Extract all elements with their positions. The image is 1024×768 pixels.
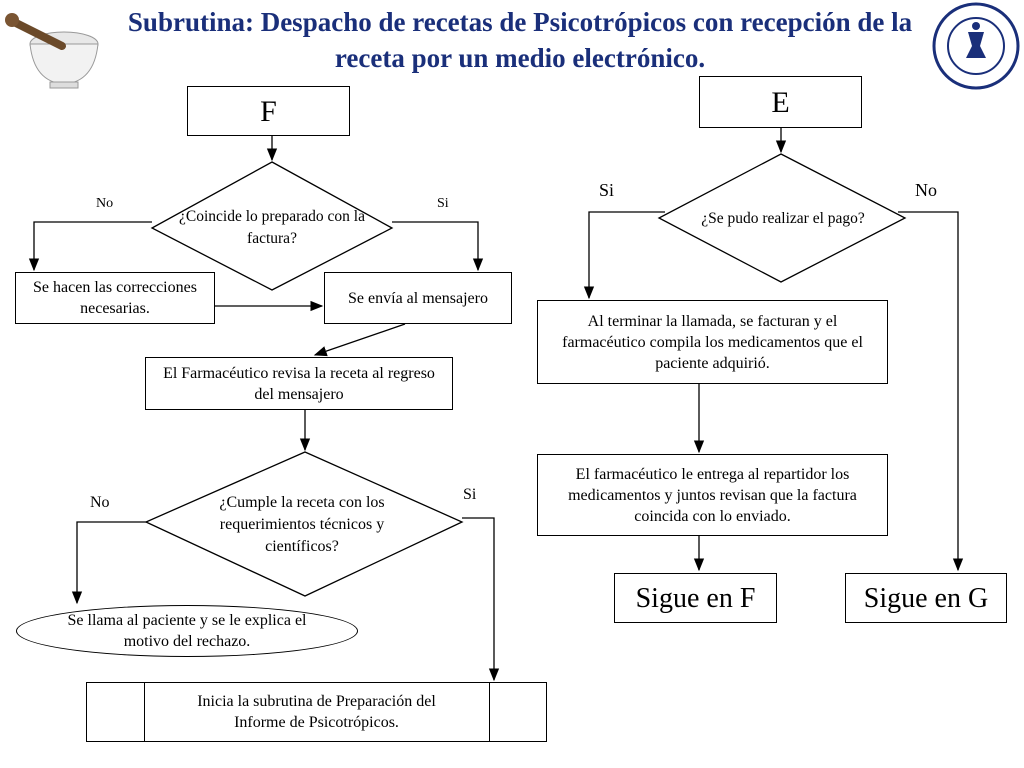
page-title: Subrutina: Despacho de recetas de Psicot… [127, 7, 913, 73]
decision-diamond-pago [657, 153, 907, 283]
decision2-si-label: Si [463, 486, 477, 503]
subroutine-left-bar [144, 683, 145, 741]
decision1-no-label: No [96, 196, 114, 211]
subroutine-text: Inicia la subrutina de Preparación del I… [197, 693, 436, 731]
college-seal-logo [930, 2, 1022, 90]
invoice-compile-box: Al terminar la llamada, se facturan y el… [537, 300, 888, 384]
mortar-pestle-icon [2, 2, 102, 90]
decision-pago-no-label: No [915, 180, 937, 200]
review-recipe-box: El Farmacéutico revisa la receta al regr… [145, 357, 453, 410]
decision2-no-label: No [90, 494, 110, 511]
continue-g-box: Sigue en G [845, 573, 1007, 623]
start-node-e: E [699, 76, 862, 128]
send-messenger-box: Se envía al mensajero [324, 272, 512, 324]
decision-pago-text: ¿Se pudo realizar el pago? [701, 210, 865, 227]
continue-f-box: Sigue en F [614, 573, 777, 623]
decision-diamond-coincide [150, 161, 394, 291]
subroutine-box: Inicia la subrutina de Preparación del I… [86, 682, 547, 742]
decision-coincide-text: ¿Coincide lo preparado con la factura? [179, 208, 365, 247]
call-patient-terminator: Se llama al paciente y se le explica el … [16, 605, 358, 657]
corrections-box: Se hacen las correcciones necesarias. [15, 272, 215, 324]
subroutine-right-bar [489, 683, 490, 741]
decision1-si-label: Si [437, 196, 449, 211]
deliver-check-box: El farmacéutico le entrega al repartidor… [537, 454, 888, 536]
start-node-f: F [187, 86, 350, 136]
decision-diamond-cumple [144, 451, 464, 597]
decision-pago-si-label: Si [599, 180, 615, 200]
decision-cumple-text: ¿Cumple la receta con los requerimientos… [219, 494, 385, 555]
